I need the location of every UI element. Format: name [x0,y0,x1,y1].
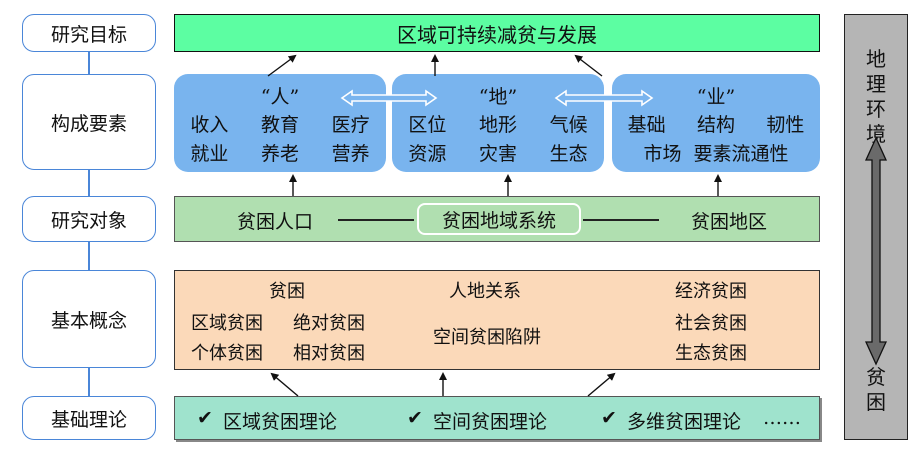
concept-item: 个体贫困 [191,343,263,364]
label-text: 研究对象 [50,209,127,232]
label-text: 基础理论 [50,408,127,431]
connector-line [88,368,90,396]
check-icon: ✔ [407,407,423,429]
element-item: 就业 [190,143,229,165]
object-poor-region-system: 贫困地域系统 [417,203,581,235]
object-poor-area: 贫困地区 [691,211,768,233]
element-item: 灾害 [478,143,517,165]
goal-box: 区域可持续减贫与发展 [174,14,820,52]
concept-item: 绝对贫困 [293,313,365,334]
label-research-goal: 研究目标 [22,14,156,52]
element-item: 收入 [190,114,229,136]
element-title: “人” [260,86,300,108]
arrow [270,372,299,397]
label-basic-concepts: 基本概念 [22,270,156,368]
connector-line [88,170,90,196]
concept-item: 经济贫困 [675,281,747,302]
element-item: 基础 [627,114,666,136]
concept-item: 空间贫困陷阱 [433,327,541,348]
element-item: 养老 [260,143,299,165]
arrow [587,372,616,397]
element-item: 气候 [549,114,588,136]
element-item: 结构 [696,114,735,136]
element-item: 医疗 [331,114,370,136]
concepts-box: 贫困 区域贫困 绝对贫困 个体贫困 相对贫困 人地关系 空间贫困陷阱 经济贫困 … [174,270,820,370]
arrow [267,54,297,77]
goal-text: 区域可持续减贫与发展 [397,22,597,47]
element-box-people: “人” 收入 教育 医疗 就业 养老 营养 [174,74,386,172]
element-box-industry: “业” 基础 结构 韧性 市场 要素流通性 [612,74,820,172]
connector-dash [338,219,414,221]
concept-item: 生态贫困 [675,343,747,364]
env-top-text: 地理环境 [866,47,886,146]
connector-dash [583,219,659,221]
label-research-object: 研究对象 [22,196,156,242]
element-item: 要素流通性 [693,143,789,165]
label-components: 构成要素 [22,74,156,170]
element-item: 教育 [260,114,299,136]
research-object-box: 贫困人口 贫困地域系统 贫困地区 [174,196,820,242]
env-bottom-label: 贫困 [845,365,907,415]
label-text: 基本概念 [50,309,127,332]
concept-item: 相对贫困 [293,343,365,364]
concept-title-poverty: 贫困 [269,281,305,302]
arrow [574,54,603,77]
env-top-label: 地理环境 [845,47,907,147]
element-item: 生态 [549,143,588,165]
element-item: 区位 [408,114,447,136]
label-basic-theory: 基础理论 [22,396,156,440]
element-item: 韧性 [766,114,805,136]
concept-item: 社会贫困 [675,313,747,334]
connector-line [88,52,90,74]
check-icon: ✔ [601,407,617,429]
element-box-land: “地” 区位 地形 气候 资源 灾害 生态 [392,74,604,172]
environment-bar: 地理环境 贫困 [844,14,908,440]
element-title: “地” [478,86,518,108]
element-row: 市场 要素流通性 [612,139,820,166]
theory-item: 区域贫困理论 [223,411,338,433]
connector-line [88,242,90,270]
theory-item: 空间贫困理论 [433,411,548,433]
label-text: 研究目标 [50,23,127,46]
element-title: “业” [696,86,736,108]
concept-item: 区域贫困 [191,313,263,334]
element-item: 资源 [408,143,447,165]
check-icon: ✔ [197,407,213,429]
element-item: 地形 [478,114,517,136]
element-items: 收入 教育 医疗 就业 养老 营养 [174,110,386,166]
element-item: 营养 [331,143,370,165]
element-row: 基础 结构 韧性 [612,110,820,137]
theory-item: 多维贫困理论 [627,411,742,433]
concept-title-human-land: 人地关系 [449,281,521,302]
label-text: 构成要素 [50,112,127,135]
object-center-text: 贫困地域系统 [441,209,556,232]
element-item: 市场 [643,143,682,165]
object-poor-population: 贫困人口 [237,211,314,233]
theory-box: ✔ 区域贫困理论 ✔ 空间贫困理论 ✔ 多维贫困理论 …… [174,396,820,440]
env-bottom-text: 贫困 [866,365,886,414]
element-items: 基础 结构 韧性 市场 要素流通性 [612,110,820,166]
element-items: 区位 地形 气候 资源 灾害 生态 [392,110,604,166]
ellipsis: …… [763,407,801,429]
